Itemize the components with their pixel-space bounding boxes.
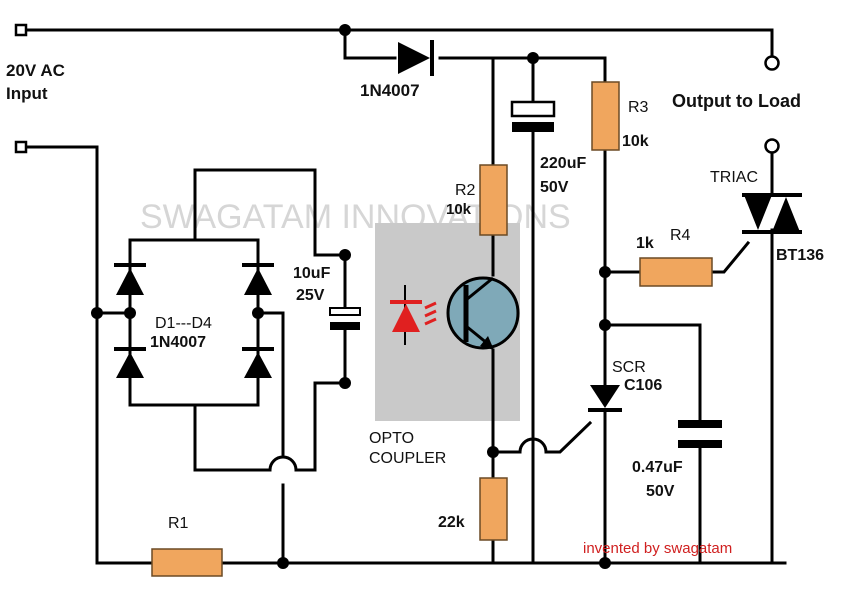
bridge-part: 1N4007 [150,334,206,351]
capacitor-220uf [510,100,556,132]
triac-part: BT136 [776,247,824,264]
r-bottom-value: 22k [438,514,465,531]
resistor-22k [479,477,508,541]
junction-dot [599,266,611,278]
input-label-line1: 20V AC [6,61,65,80]
output-label: Output to Load [672,91,801,111]
r1-name: R1 [168,515,189,532]
r4-name: R4 [670,227,691,244]
wire-crossover-2 [518,437,548,454]
diode-top-part: 1N4007 [360,81,420,100]
triac-bt136 [742,193,802,234]
opto-label-line1: OPTO [369,430,414,447]
junction-dot [252,307,264,319]
diode-1n4007-top [398,40,434,76]
wire-bridge-bottom-out [193,403,272,472]
resistor-r3 [591,81,620,151]
bridge-name: D1---D4 [155,315,212,332]
junction-dot [339,24,351,36]
wire-cap-small-bottom [294,328,347,472]
r3-name: R3 [628,99,649,116]
capacitor-0-47uf [678,420,722,448]
input-terminal-1 [14,23,28,37]
opto-phototransistor [446,276,520,350]
resistor-r2 [479,164,508,236]
wire-diode-out [438,56,607,84]
cap-big-voltage: 50V [540,179,569,196]
junction-dot [277,557,289,569]
junction-dot [487,446,499,458]
triac-name: TRIAC [710,169,758,186]
wire-input-2 [20,145,99,565]
wire-diode-in [343,28,397,60]
scr-c106 [588,385,622,412]
wire-crossover-1 [268,455,298,472]
scr-part: C106 [624,377,662,394]
opto-label-line2: COUPLER [369,450,446,467]
input-label-line2: Input [6,84,48,103]
r2-value: 10k [446,201,472,218]
resistor-r1 [151,548,223,577]
wire-snubber-top [603,323,702,422]
scr-name: SCR [612,359,646,376]
junction-dot [124,307,136,319]
wire-top-rail [20,28,774,57]
capacitor-10uf [329,307,361,330]
opto-led [390,300,437,332]
r3-value: 10k [622,133,649,150]
cap-big-value: 220uF [540,155,586,172]
wire-bridge-top-out [193,168,347,312]
junction-dot [339,249,351,261]
junction-dot [599,557,611,569]
bridge-diode-tl [114,263,146,295]
cap-snubber-voltage: 50V [646,483,675,500]
bridge-diode-br [242,347,274,378]
cap-snubber-value: 0.47uF [632,459,683,476]
resistor-r4 [639,257,713,287]
output-terminal-1 [764,55,780,71]
wire-scr-gate [544,420,593,454]
input-terminal-2 [14,140,28,154]
cap-small-voltage: 25V [296,287,325,304]
output-terminal-2 [764,138,780,154]
bridge-diode-bl [114,347,146,378]
cap-small-value: 10uF [293,265,331,282]
r4-value: 1k [636,235,654,252]
bridge-diode-tr [242,263,274,295]
junction-dot [527,52,539,64]
junction-dot [599,319,611,331]
wire-triac-gate [710,240,751,274]
r2-name: R2 [455,182,476,199]
junction-dot [91,307,103,319]
junction-dot [339,377,351,389]
credit-text: invented by swagatam [583,540,732,557]
wire-bridge-right [256,311,285,457]
